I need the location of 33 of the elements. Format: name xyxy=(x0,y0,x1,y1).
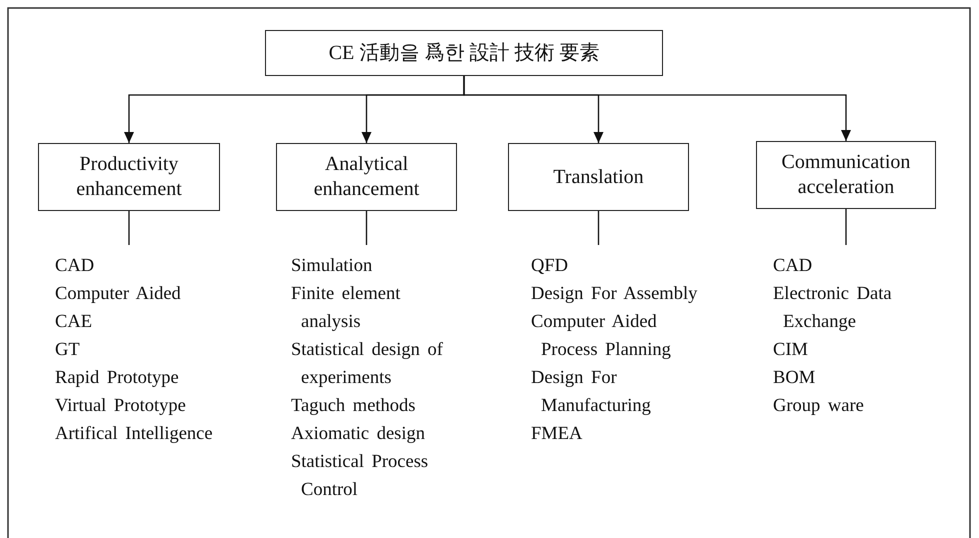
list-item: Axiomatic design xyxy=(291,423,426,446)
connector-line xyxy=(598,211,600,245)
list-item: CAE xyxy=(55,311,93,334)
list-item: CIM xyxy=(773,339,809,362)
list-item: BOM xyxy=(773,367,816,390)
list-item: Taguch methods xyxy=(291,395,416,418)
list-item: CAD xyxy=(773,255,814,278)
list-item: Artifical Intelligence xyxy=(55,423,214,446)
list-item: Group ware xyxy=(773,395,865,418)
list-item: Finite element analysis xyxy=(291,283,402,334)
list-item: FMEA xyxy=(531,423,584,446)
list-item: Rapid Prototype xyxy=(55,367,180,390)
category-box: Productivity enhancement xyxy=(38,143,220,211)
list-item: Statistical Process Control xyxy=(291,451,430,502)
list-item: Design For Manufacturing xyxy=(531,367,652,418)
list-item: Virtual Prototype xyxy=(55,395,187,418)
list-item: Computer Aided Process Planning xyxy=(531,311,672,362)
category-box: Translation xyxy=(508,143,689,211)
connector-line xyxy=(366,211,368,245)
connector-line xyxy=(845,209,847,245)
list-item: GT xyxy=(55,339,81,362)
connector-line xyxy=(128,211,130,245)
title-box: CE 活動을 爲한 設計 技術 要素 xyxy=(265,30,663,76)
arrow xyxy=(463,76,851,141)
list-item: Electronic Data Exchange xyxy=(773,283,893,334)
list-item: CAD xyxy=(55,255,96,278)
list-item: Statistical design of experiments xyxy=(291,339,444,390)
list-item: Computer Aided xyxy=(55,283,182,306)
list-item: Simulation xyxy=(291,255,374,278)
list-item: Design For Assembly xyxy=(531,283,698,306)
category-box: Communication acceleration xyxy=(756,141,936,209)
list-item: QFD xyxy=(531,255,570,278)
category-box: Analytical enhancement xyxy=(276,143,457,211)
